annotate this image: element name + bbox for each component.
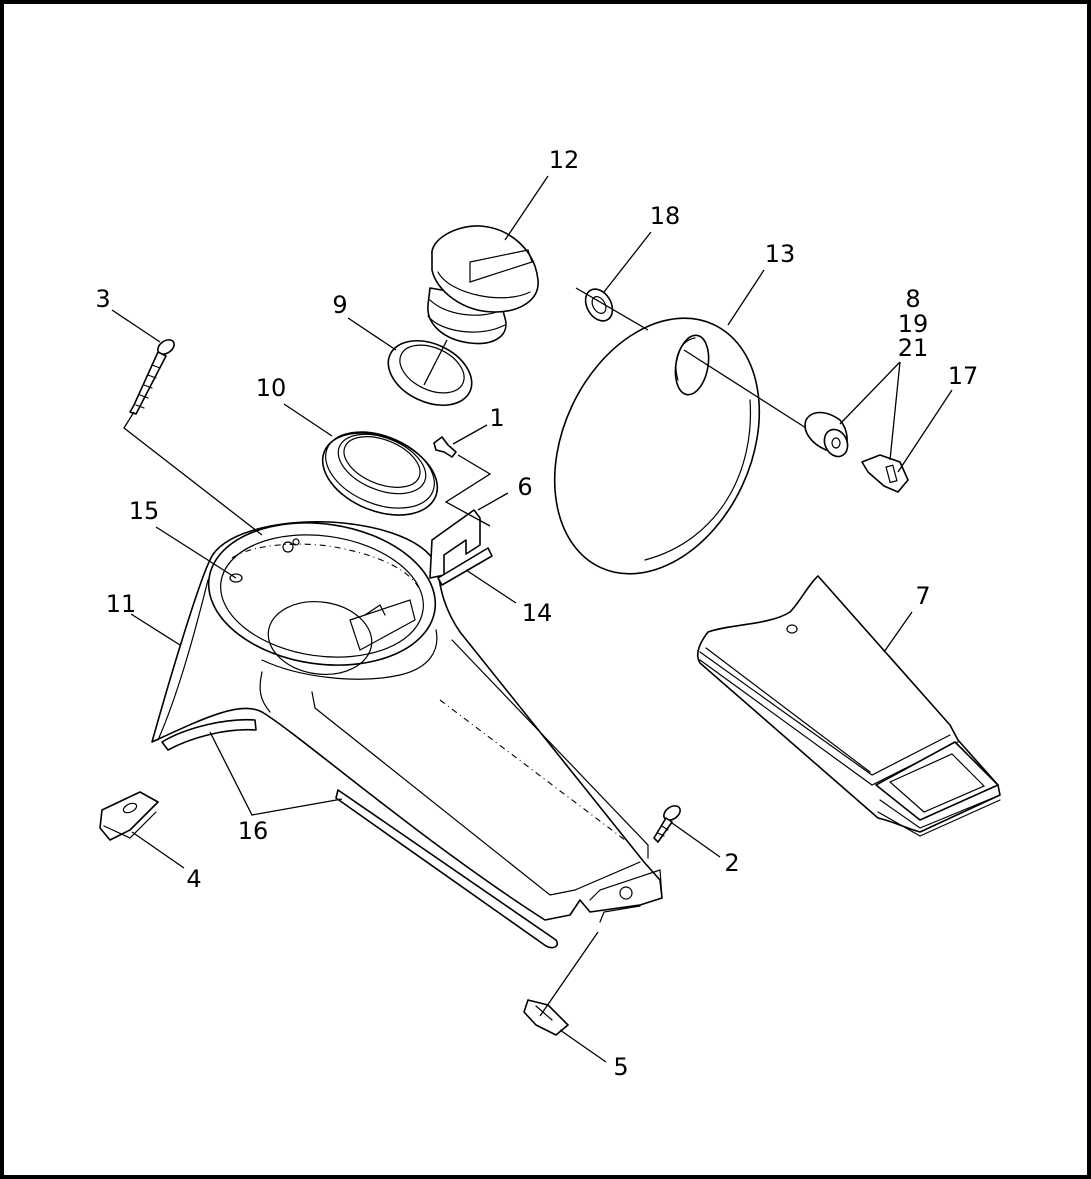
callout-15: 15 <box>129 497 160 525</box>
part-12-filler-cap <box>427 225 539 345</box>
part-10-grommet <box>321 431 439 516</box>
callout-1: 1 <box>489 404 504 432</box>
callout-3: 3 <box>95 285 110 313</box>
part-8-19-21-lock-cylinder <box>804 411 849 458</box>
callout-10: 10 <box>256 374 287 402</box>
callout-labels: 12 18 13 8 19 21 17 3 9 10 1 6 15 14 11 … <box>95 146 978 1081</box>
callout-8: 8 <box>905 285 920 313</box>
part-11-console-housing <box>151 521 663 923</box>
callout-6: 6 <box>517 473 532 501</box>
callout-11: 11 <box>106 590 137 618</box>
callout-12: 12 <box>549 146 580 174</box>
callout-21: 21 <box>898 334 929 362</box>
callout-14: 14 <box>522 599 553 627</box>
callout-5: 5 <box>613 1053 628 1081</box>
callout-9: 9 <box>332 291 347 319</box>
part-13-cover-panel <box>553 317 761 575</box>
part-2-screw <box>653 805 681 843</box>
callout-19: 19 <box>898 310 929 338</box>
part-4-clip-nut <box>99 791 159 841</box>
callout-18: 18 <box>650 202 681 230</box>
callout-16: 16 <box>238 817 269 845</box>
leader-lines <box>111 175 953 1063</box>
callout-4: 4 <box>186 865 201 893</box>
callout-17: 17 <box>948 362 979 390</box>
part-17-key <box>861 454 909 493</box>
callout-13: 13 <box>765 240 796 268</box>
part-6-bracket <box>429 509 481 579</box>
part-15-hole <box>229 573 243 583</box>
part-1-small-screw <box>433 436 457 458</box>
part-7-base-plate <box>696 575 1001 837</box>
part-16-trim-strips <box>161 718 559 949</box>
callout-2: 2 <box>724 849 739 877</box>
callout-7: 7 <box>915 582 930 610</box>
part-14-pin <box>437 547 493 586</box>
